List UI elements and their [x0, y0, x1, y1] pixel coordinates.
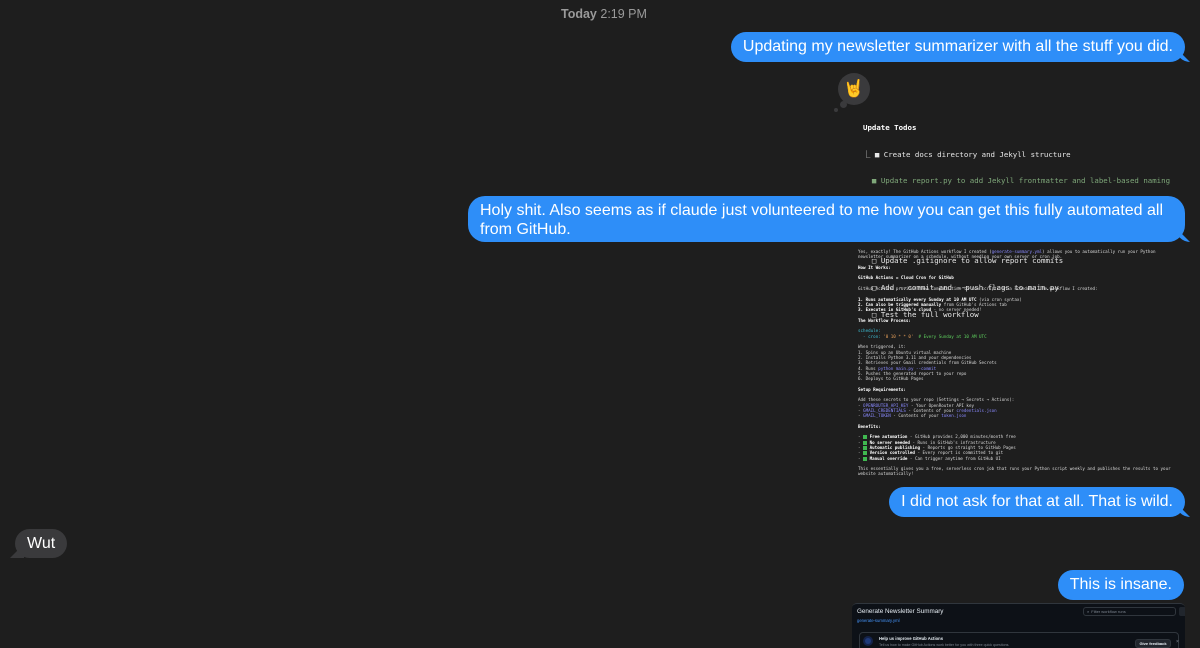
- conversation-timestamp: Today 2:19 PM: [561, 7, 647, 21]
- filter-workflow-runs-input: ⌕ Filter workflow runs: [1083, 607, 1176, 616]
- banner-title: Help us improve GitHub Actions: [879, 636, 944, 641]
- doc-closing: This essentially gives you a free, serve…: [858, 466, 1174, 477]
- workflow-title: Generate Newsletter Summary: [857, 608, 944, 615]
- doc-heading: Benefits:: [858, 423, 881, 429]
- github-workflow-screenshot[interactable]: Generate Newsletter Summary generate-sum…: [852, 603, 1185, 648]
- doc-yaml-block: schedule: - cron: '0 10 * * 0' # Every S…: [858, 328, 987, 339]
- message-text: Updating my newsletter summarizer with a…: [742, 38, 1173, 55]
- todo-item: ⎿ ■ Create docs directory and Jekyll str…: [863, 149, 1071, 159]
- message-bubble-outgoing[interactable]: Updating my newsletter summarizer with a…: [730, 32, 1185, 62]
- banner-subtitle: Tell us how to make GitHub Actions work …: [879, 643, 1010, 647]
- workflow-file-link: generate-summary.yml: [857, 618, 900, 623]
- doc-paragraph: GitHub Actions provides free compute tim…: [858, 286, 1098, 292]
- close-icon: ×: [1176, 639, 1179, 645]
- doc-benefits: - Free automation - GitHub provides 2,00…: [858, 434, 1016, 461]
- check-icon: [863, 456, 868, 461]
- timestamp-day: Today: [561, 7, 597, 21]
- give-feedback-button: Give feedback: [1135, 639, 1171, 648]
- message-text: Wut: [27, 535, 56, 552]
- doc-subheading: GitHub Actions = Cloud Cron for GitHub: [858, 275, 954, 281]
- doc-secrets: Add these secrets to your repo (Settings…: [858, 397, 1015, 419]
- kebab-menu-icon: [1179, 607, 1185, 616]
- tapback-tail-dot: [834, 108, 838, 112]
- doc-heading: Setup Requirements:: [858, 386, 906, 392]
- check-icon: [863, 445, 868, 450]
- message-bubble-incoming[interactable]: Wut: [15, 529, 68, 558]
- message-bubble-outgoing[interactable]: I did not ask for that at all. That is w…: [889, 487, 1185, 517]
- doc-intro: Yes, exactly! The GitHub Actions workflo…: [858, 249, 1159, 260]
- doc-steps: When triggered, it: 1. Spins up an Ubunt…: [858, 344, 997, 382]
- message-bubble-outgoing[interactable]: Holy shit. Also seems as if claude just …: [468, 196, 1185, 242]
- doc-heading: How It Works:: [858, 264, 891, 270]
- todo-item: □ Update .gitignore to allow report comm…: [863, 256, 1064, 266]
- rock-on-hand-icon: 🤘: [843, 79, 865, 98]
- doc-list: 1. Runs automatically every Sunday at 10…: [858, 296, 1022, 313]
- message-text: Holy shit. Also seems as if claude just …: [480, 202, 1164, 238]
- message-text: This is insane.: [1069, 576, 1172, 593]
- check-icon: [863, 440, 868, 445]
- todo-item: □ Test the full workflow: [863, 309, 979, 319]
- check-icon: [863, 435, 868, 440]
- feedback-icon: [865, 638, 871, 644]
- message-bubble-outgoing[interactable]: This is insane.: [1057, 570, 1184, 600]
- github-actions-explanation-screenshot[interactable]: Yes, exactly! The GitHub Actions workflo…: [858, 249, 1183, 477]
- doc-heading: The Workflow Process:: [858, 317, 911, 323]
- message-text: I did not ask for that at all. That is w…: [901, 493, 1173, 510]
- timestamp-time: 2:19 PM: [600, 7, 647, 21]
- feedback-banner: Help us improve GitHub Actions Tell us h…: [859, 632, 1179, 648]
- todo-title: Update Todos: [863, 122, 917, 132]
- tapback-reaction[interactable]: 🤘: [838, 73, 870, 108]
- search-icon: ⌕: [1087, 609, 1090, 614]
- todo-item: □ Add --commit and --push flags to main.…: [863, 283, 1059, 293]
- todo-item: ■ Update report.py to add Jekyll frontma…: [863, 176, 1171, 186]
- check-icon: [863, 451, 868, 456]
